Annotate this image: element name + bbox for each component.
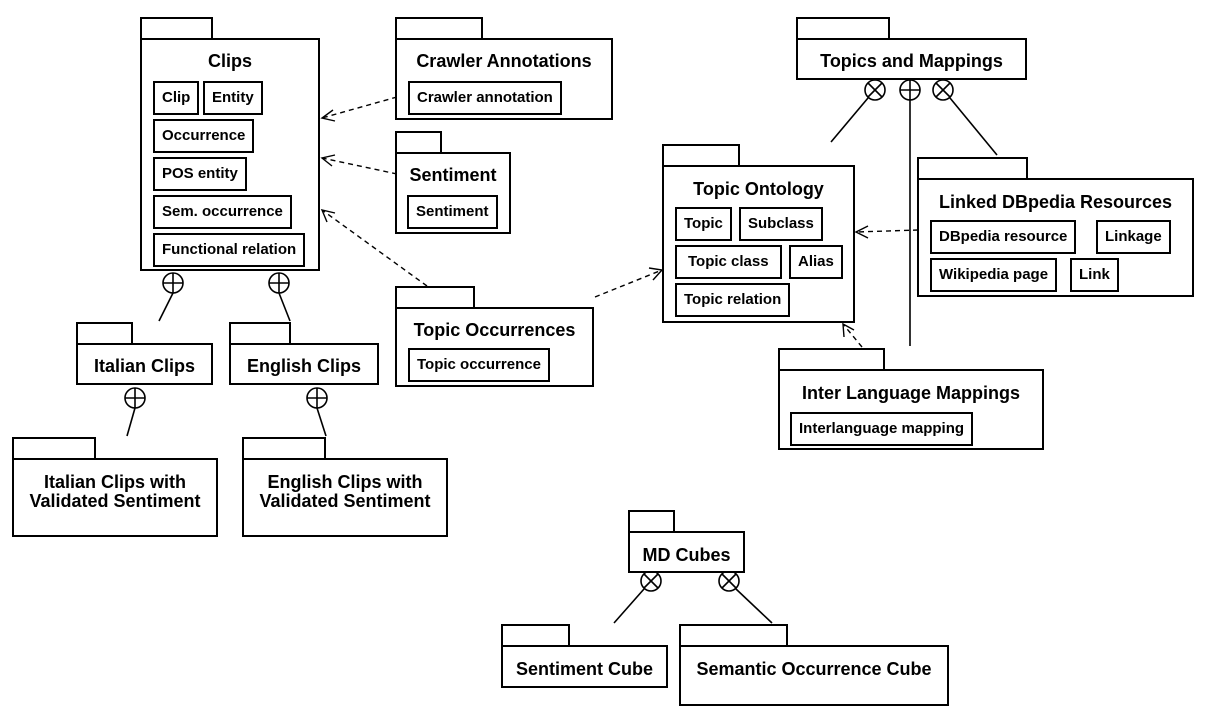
class-link: Link [1070, 258, 1119, 292]
package-title: Topics and Mappings [820, 51, 1003, 71]
package-italian-clips-validated: Italian Clips with Validated Sentiment [12, 437, 218, 537]
package-title-line2: Validated Sentiment [259, 491, 431, 511]
class-crawler-annotation: Crawler annotation [408, 81, 562, 115]
class-pos-entity: POS entity [153, 157, 247, 191]
dependency-interlang-to-ontology [842, 322, 863, 348]
class-alias: Alias [789, 245, 843, 279]
package-title: Topic Ontology [693, 179, 824, 199]
class-clip: Clip [153, 81, 200, 115]
dependency-crawler-to-clips [320, 96, 398, 122]
class-occurrence: Occurrence [153, 119, 255, 153]
package-sentiment-cube: Sentiment Cube [501, 624, 668, 688]
package-topic-occurrences: Topic Occurrences Topic occurrence [395, 286, 594, 387]
class-entity: Entity [203, 81, 263, 115]
class-wikipedia-page: Wikipedia page [930, 258, 1058, 292]
package-semantic-occurrence-cube: Semantic Occurrence Cube [679, 624, 949, 706]
package-title: Sentiment [409, 165, 497, 185]
containment-circle-icon [306, 387, 328, 409]
class-functional-relation: Functional relation [153, 233, 306, 267]
class-topic-occurrence: Topic occurrence [408, 348, 550, 382]
class-topic-relation: Topic relation [675, 283, 791, 317]
package-title: English Clips [246, 356, 361, 376]
class-sentiment: Sentiment [407, 195, 498, 229]
package-topics-and-mappings: Topics and Mappings [796, 17, 1027, 80]
package-title-line2: Validated Sentiment [29, 491, 201, 511]
composition-circle-icon [932, 79, 954, 101]
package-title: Semantic Occurrence Cube [696, 659, 932, 679]
package-title: Sentiment Cube [515, 659, 653, 679]
class-dbpedia-resource: DBpedia resource [930, 220, 1077, 254]
class-interlanguage-mapping: Interlanguage mapping [790, 412, 974, 446]
containment-circle-icon [899, 79, 921, 101]
package-english-clips: English Clips [229, 322, 379, 385]
package-crawler-annotations: Crawler Annotations Crawler annotation [395, 17, 613, 120]
package-topic-ontology: Topic Ontology Topic Subclass Topic clas… [662, 144, 855, 323]
package-sentiment: Sentiment Sentiment [395, 131, 511, 234]
composition-circle-icon [864, 79, 886, 101]
dependency-sentiment-to-clips [320, 154, 398, 175]
package-title-line1: English Clips with [267, 472, 423, 492]
dependency-topicocc-to-clips [320, 209, 428, 287]
dependency-dbpedia-to-ontology [854, 225, 919, 239]
package-title: Italian Clips [93, 356, 196, 376]
package-inter-language-mappings: Inter Language Mappings Interlanguage ma… [778, 348, 1044, 450]
class-topic-class: Topic class [675, 245, 782, 279]
package-linked-dbpedia-resources: Linked DBpedia Resources DBpedia resourc… [917, 157, 1194, 297]
package-clips: Clips Clip Entity Occurrence POS entity … [140, 17, 320, 271]
containment-circle-icon [124, 387, 146, 409]
package-md-cubes: MD Cubes [628, 510, 745, 573]
package-title: Topic Occurrences [413, 320, 576, 340]
class-subclass: Subclass [739, 207, 823, 241]
containment-circle-icon [268, 272, 290, 294]
package-title: MD Cubes [642, 545, 731, 565]
class-linkage: Linkage [1096, 220, 1171, 254]
composition-circle-icon [718, 570, 740, 592]
package-title: Inter Language Mappings [801, 383, 1020, 403]
containment-circle-icon [162, 272, 184, 294]
composition-circle-icon [640, 570, 662, 592]
package-title-line1: Italian Clips with [43, 472, 186, 492]
package-italian-clips: Italian Clips [76, 322, 213, 385]
package-title: Clips [207, 51, 252, 71]
package-title: Crawler Annotations [416, 51, 592, 71]
dependency-topicocc-to-ontology [594, 267, 664, 298]
package-title: Linked DBpedia Resources [938, 192, 1173, 212]
class-topic: Topic [675, 207, 732, 241]
package-english-clips-validated: English Clips with Validated Sentiment [242, 437, 448, 537]
class-sem-occurrence: Sem. occurrence [153, 195, 292, 229]
